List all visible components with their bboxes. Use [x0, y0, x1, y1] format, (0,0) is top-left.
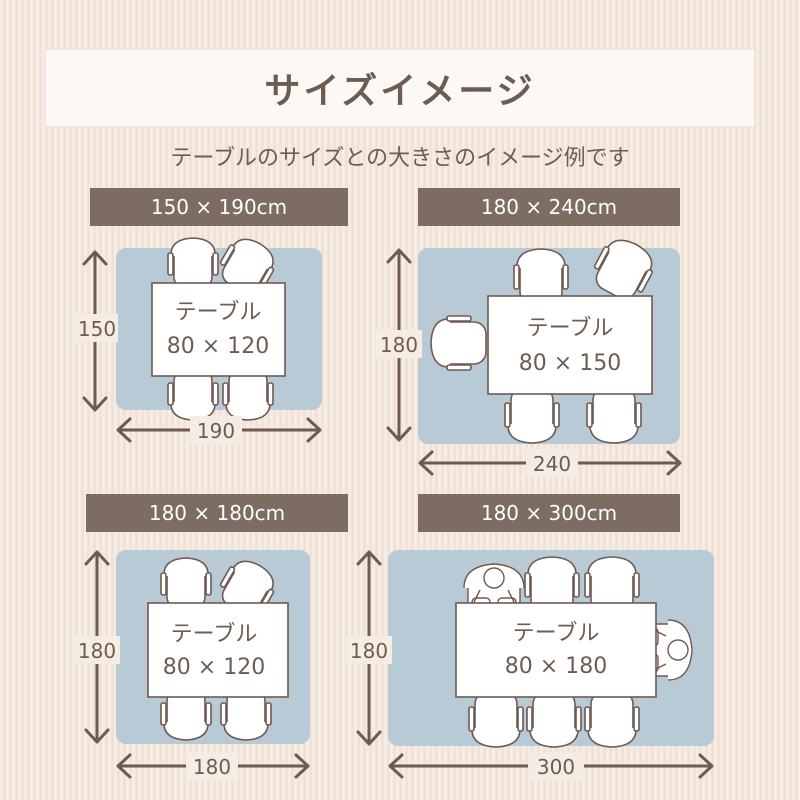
table-size: 80 × 150 [519, 351, 621, 376]
page-subtitle: テーブルのサイズとの大きさのイメージ例です [170, 146, 630, 171]
height-label: 180 [78, 639, 116, 663]
chair-icon [222, 369, 274, 421]
width-label: 240 [533, 452, 571, 476]
table-size: 80 × 120 [167, 334, 269, 359]
table-size: 80 × 120 [163, 655, 265, 680]
panel-3-plan: テーブル 80 × 120 180 180 [74, 550, 310, 780]
title-banner: サイズイメージ [46, 50, 754, 126]
table-2 [487, 295, 653, 395]
page-title: サイズイメージ [264, 71, 536, 112]
table-1 [151, 282, 286, 377]
height-label: 180 [350, 639, 388, 663]
chair-icon [167, 369, 219, 421]
panel-2-header: 180 × 240cm [418, 188, 680, 226]
panel-4-header: 180 × 300cm [418, 494, 680, 532]
chair-icon [160, 557, 212, 609]
chair-icon [584, 691, 640, 748]
chair-icon [586, 387, 642, 444]
table-3 [147, 602, 289, 698]
width-label: 180 [193, 755, 231, 779]
chair-icon [430, 315, 487, 371]
panel-3-header: 180 × 180cm [86, 494, 348, 532]
table-label: テーブル [513, 621, 600, 646]
table-label: テーブル [175, 300, 262, 325]
width-label: 300 [537, 755, 575, 779]
height-label: 180 [380, 333, 418, 357]
chair-icon [167, 237, 219, 289]
table-4 [455, 602, 657, 698]
table-size: 80 × 180 [505, 654, 607, 679]
table-label: テーブル [527, 316, 614, 341]
panel-2-plan: テーブル 80 × 150 180 240 [376, 231, 682, 477]
table-label: テーブル [171, 622, 258, 647]
width-label: 190 [197, 419, 235, 443]
chair-icon [468, 691, 524, 748]
chair-icon [526, 691, 582, 748]
panel-1-header: 150 × 190cm [90, 188, 348, 226]
panel-4-plan: テーブル 80 × 180 180 300 [346, 550, 714, 780]
chair-icon [504, 387, 560, 444]
height-label: 150 [78, 317, 116, 341]
panel-1-plan: テーブル 80 × 120 150 190 [74, 230, 322, 444]
